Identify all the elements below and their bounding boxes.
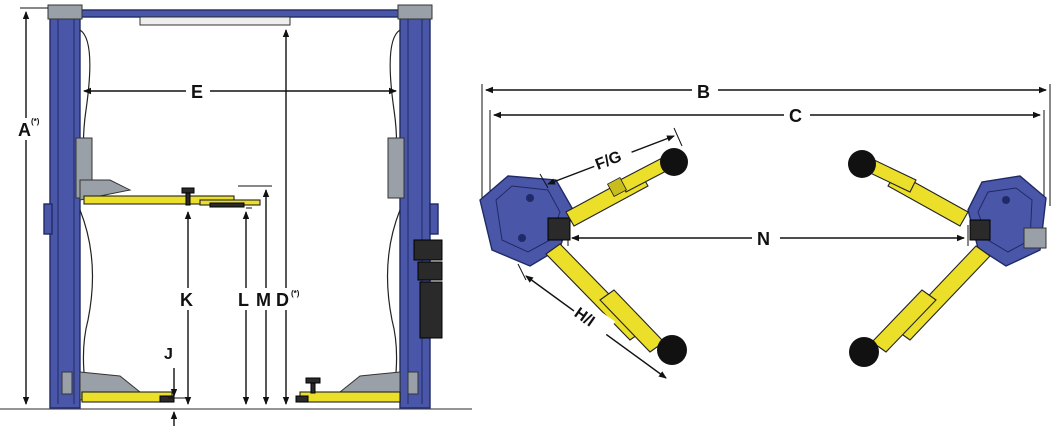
- front-view: A (*) E D (*) M L K J: [0, 4, 472, 426]
- top-view: B C N: [479, 80, 1051, 379]
- left-rear-arm: [545, 243, 687, 365]
- label-a-note: (*): [31, 117, 40, 126]
- left-column: [43, 4, 94, 409]
- label-b: B: [697, 82, 710, 102]
- overhead-switch-bar: [139, 16, 291, 26]
- label-l: L: [238, 290, 249, 310]
- label-n: N: [757, 229, 770, 249]
- left-carriage: [479, 175, 573, 267]
- overhead-beam: [59, 9, 421, 18]
- label-c: C: [789, 106, 802, 126]
- power-unit: [413, 239, 443, 261]
- label-a: A: [18, 120, 31, 140]
- label-k: K: [180, 290, 193, 310]
- raised-arm: [79, 179, 261, 208]
- lowered-arms: [79, 371, 401, 403]
- label-d: D: [276, 290, 289, 310]
- label-d-note: (*): [291, 289, 300, 298]
- right-carriage: [967, 175, 1047, 267]
- label-e: E: [191, 82, 203, 102]
- right-rear-arm: [849, 245, 991, 367]
- label-j: J: [164, 346, 173, 363]
- right-column: [386, 4, 443, 409]
- label-m: M: [256, 290, 271, 310]
- right-front-arm: [848, 150, 969, 227]
